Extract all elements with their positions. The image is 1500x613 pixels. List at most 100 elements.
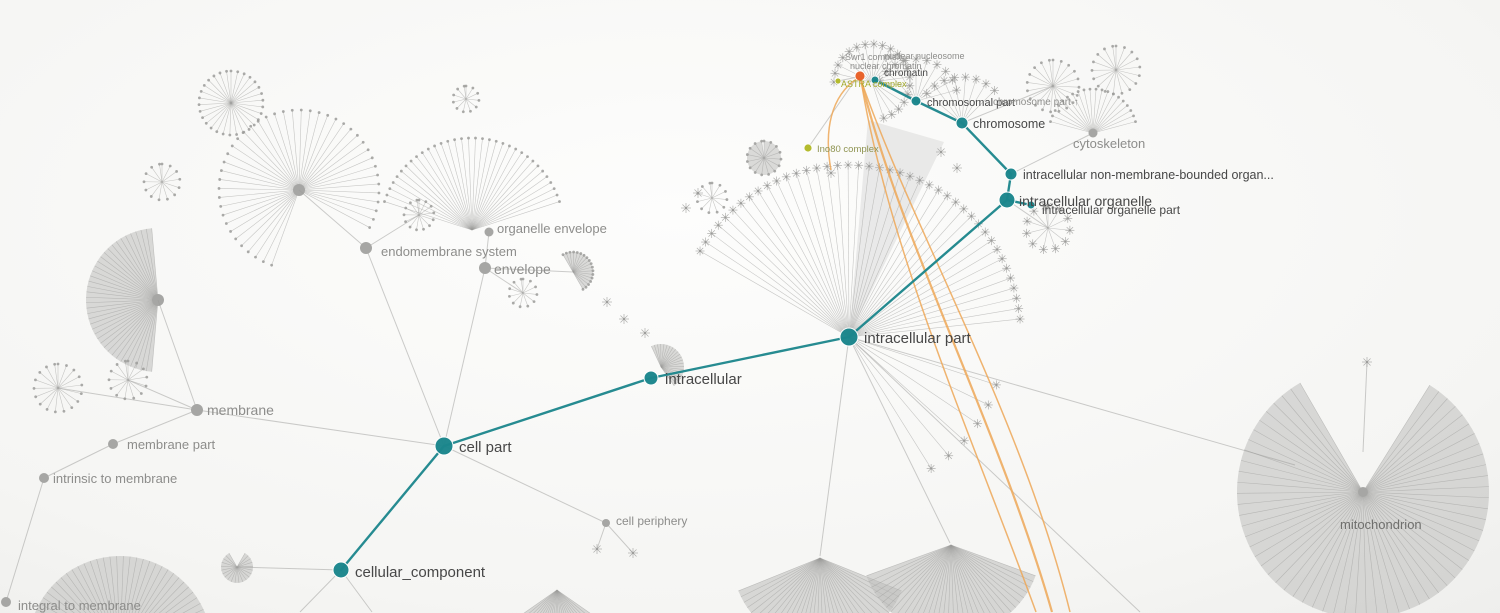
star-node-icon	[681, 203, 691, 213]
cluster-label: nuclear nucleosome	[884, 51, 965, 61]
star-node-icon	[905, 171, 915, 181]
cluster-fan	[32, 362, 84, 414]
star-node-icon	[781, 172, 791, 182]
star-node-icon	[602, 297, 612, 307]
graph-node-gray[interactable]	[191, 404, 203, 416]
cluster-fan	[1022, 201, 1075, 255]
star-node-icon	[991, 380, 1001, 390]
graph-edge	[196, 409, 445, 447]
cluster-fan	[829, 39, 915, 123]
cluster-fan	[508, 277, 539, 309]
star-node-icon	[905, 81, 915, 91]
cluster-label: cell periphery	[616, 514, 687, 528]
star-node-icon	[1065, 225, 1075, 235]
star-node-icon	[900, 55, 910, 65]
star-node-icon	[720, 212, 730, 222]
graph-node-intracellular_organelle[interactable]	[998, 191, 1016, 209]
cluster-fan	[875, 54, 962, 102]
star-node-icon	[1022, 228, 1032, 238]
star-node-icon	[812, 163, 822, 173]
term-label-chromosome: chromosome	[973, 117, 1045, 131]
graph-node-cellular_component[interactable]	[332, 561, 350, 579]
cluster-fan	[221, 552, 253, 583]
star-node-icon	[983, 400, 993, 410]
term-label-cell_part: cell part	[459, 439, 512, 456]
graph-node-gray[interactable]	[360, 242, 372, 254]
graph-node-chromosome[interactable]	[955, 116, 969, 130]
star-node-icon	[844, 47, 854, 57]
cluster-label: Swr1 complex	[845, 52, 902, 62]
cluster-fan	[561, 250, 595, 291]
teal-path-edge	[960, 121, 1013, 176]
teal-path-edge	[442, 376, 653, 448]
star-node-icon	[833, 60, 843, 70]
cluster-label: cytoskeleton	[1073, 136, 1145, 151]
star-node-icon	[941, 66, 951, 76]
star-node-icon	[986, 236, 996, 246]
graph-node-intracellular_organelle_part[interactable]	[1026, 200, 1036, 210]
term-label-intracellular_organelle_part: intracellular organelle part	[1042, 203, 1181, 217]
graph-node-gray[interactable]	[39, 473, 49, 483]
star-node-icon	[933, 185, 943, 195]
star-node-icon	[894, 104, 904, 114]
cluster-label: membrane part	[127, 437, 216, 452]
cluster-fan	[745, 139, 783, 177]
cluster-hub-node[interactable]	[1358, 487, 1368, 497]
star-node-icon	[1009, 283, 1019, 293]
graph-edge	[298, 189, 367, 249]
star-node-icon	[701, 237, 711, 247]
cluster-layer	[32, 39, 1489, 613]
graph-edge	[57, 387, 198, 411]
cluster-label: endomembrane system	[381, 244, 517, 259]
term-label-chromosomal_part: chromosomal part	[927, 97, 1015, 109]
star-node-icon	[640, 328, 650, 338]
cluster-fan	[738, 557, 902, 613]
cluster-fan	[1025, 58, 1081, 114]
teal-path-edge	[649, 335, 851, 380]
cluster-fan	[1049, 87, 1137, 134]
star-node-icon	[893, 49, 903, 59]
graph-node-olive[interactable]	[834, 77, 842, 85]
graph-node-gray[interactable]	[108, 439, 118, 449]
cluster-fan	[197, 69, 265, 137]
graph-edge	[605, 522, 634, 554]
node-layer	[1, 70, 1098, 607]
star-node-icon	[887, 109, 897, 119]
graph-node-intracellular[interactable]	[643, 370, 659, 386]
graph-node-gray[interactable]	[484, 227, 494, 237]
graph-node-gray[interactable]	[602, 519, 610, 527]
star-node-icon	[1014, 304, 1024, 314]
graph-node-orange[interactable]	[854, 70, 866, 82]
graph-edge	[340, 569, 373, 613]
graph-node-cell_part[interactable]	[434, 436, 454, 456]
graph-node-gray[interactable]	[1088, 128, 1098, 138]
star-node-icon	[860, 40, 870, 50]
star-node-icon	[713, 220, 723, 230]
star-node-icon	[939, 76, 949, 86]
star-node-icon	[707, 228, 717, 238]
teal-path-edge	[339, 444, 446, 572]
graph-node-gray[interactable]	[479, 262, 491, 274]
star-node-icon	[619, 314, 629, 324]
star-node-icon	[772, 176, 782, 186]
graph-node-non_membrane_bounded[interactable]	[1004, 167, 1018, 181]
star-node-icon	[971, 74, 981, 84]
orange-association-edge	[860, 79, 1071, 613]
graph-node-gray[interactable]	[1, 597, 11, 607]
term-label-intracellular_organelle: intracellular organelle	[1019, 193, 1152, 209]
graph-node-chromatin[interactable]	[870, 75, 880, 85]
star-node-icon	[959, 436, 969, 446]
graph-node-intracellular_part[interactable]	[839, 327, 859, 347]
graph-edge	[5, 477, 45, 603]
star-node-icon	[736, 198, 746, 208]
star-node-icon	[936, 147, 946, 157]
graph-node-chromosomal_part[interactable]	[910, 95, 922, 107]
graph-edge	[112, 409, 198, 445]
star-node-icon	[753, 186, 763, 196]
graph-edge	[484, 267, 574, 273]
star-node-icon	[1002, 263, 1012, 273]
teal-path-edge	[873, 78, 918, 103]
graph-node-olive[interactable]	[803, 143, 813, 153]
star-node-icon	[1051, 244, 1061, 254]
